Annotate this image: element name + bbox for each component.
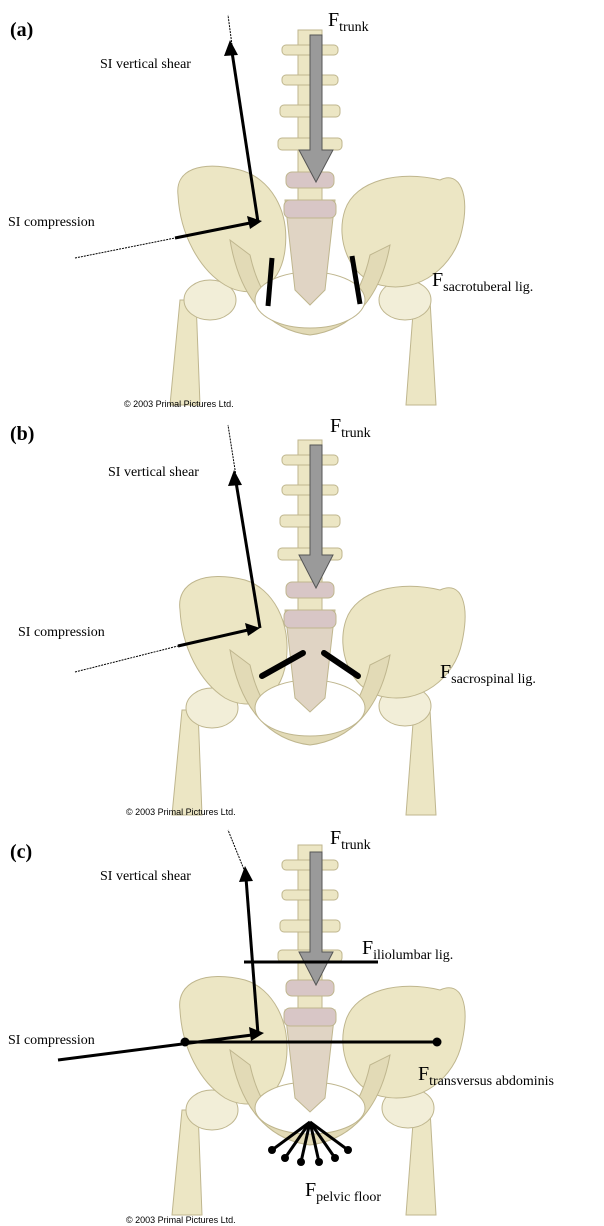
copyright-text: © 2003 Primal Pictures Ltd. <box>126 1215 236 1225</box>
si-vertical-shear-label: SI vertical shear <box>100 869 191 884</box>
trunk-force-label: Ftrunk <box>328 9 369 35</box>
panel-c-diagram: (c) Ftrunk SI vertical shear SI compress… <box>0 820 604 1226</box>
copyright-text: © 2003 Primal Pictures Ltd. <box>124 399 234 409</box>
si-compression-label: SI compression <box>8 1033 95 1048</box>
copyright-text: © 2003 Primal Pictures Ltd. <box>126 807 236 817</box>
iliolumbar-force-label: Filiolumbar lig. <box>362 937 453 963</box>
panel-b-diagram: (b) Ftrunk SI vertical shear SI compress… <box>0 410 604 820</box>
si-compression-label: SI compression <box>8 215 95 230</box>
panel-a-diagram: (a) Ftrunk SI vertical shear SI compress… <box>0 0 604 410</box>
panel-letter: (b) <box>10 423 34 445</box>
sacrotuberal-force-label: Fsacrotuberal lig. <box>432 269 533 295</box>
panel-b: (b) Ftrunk SI vertical shear SI compress… <box>0 410 604 820</box>
panel-a: (a) Ftrunk SI vertical shear SI compress… <box>0 0 604 410</box>
si-vertical-shear-label: SI vertical shear <box>108 465 199 480</box>
si-compression-label: SI compression <box>18 625 105 640</box>
panel-letter: (a) <box>10 19 33 41</box>
pelvic-floor-force-label: Fpelvic floor <box>305 1179 381 1205</box>
panel-letter: (c) <box>10 841 32 863</box>
trunk-force-label: Ftrunk <box>330 415 371 441</box>
si-vertical-shear-label: SI vertical shear <box>100 57 191 72</box>
panel-c: (c) Ftrunk SI vertical shear SI compress… <box>0 820 604 1226</box>
sacrospinal-force-label: Fsacrospinal lig. <box>440 661 536 687</box>
trunk-force-label: Ftrunk <box>330 827 371 853</box>
